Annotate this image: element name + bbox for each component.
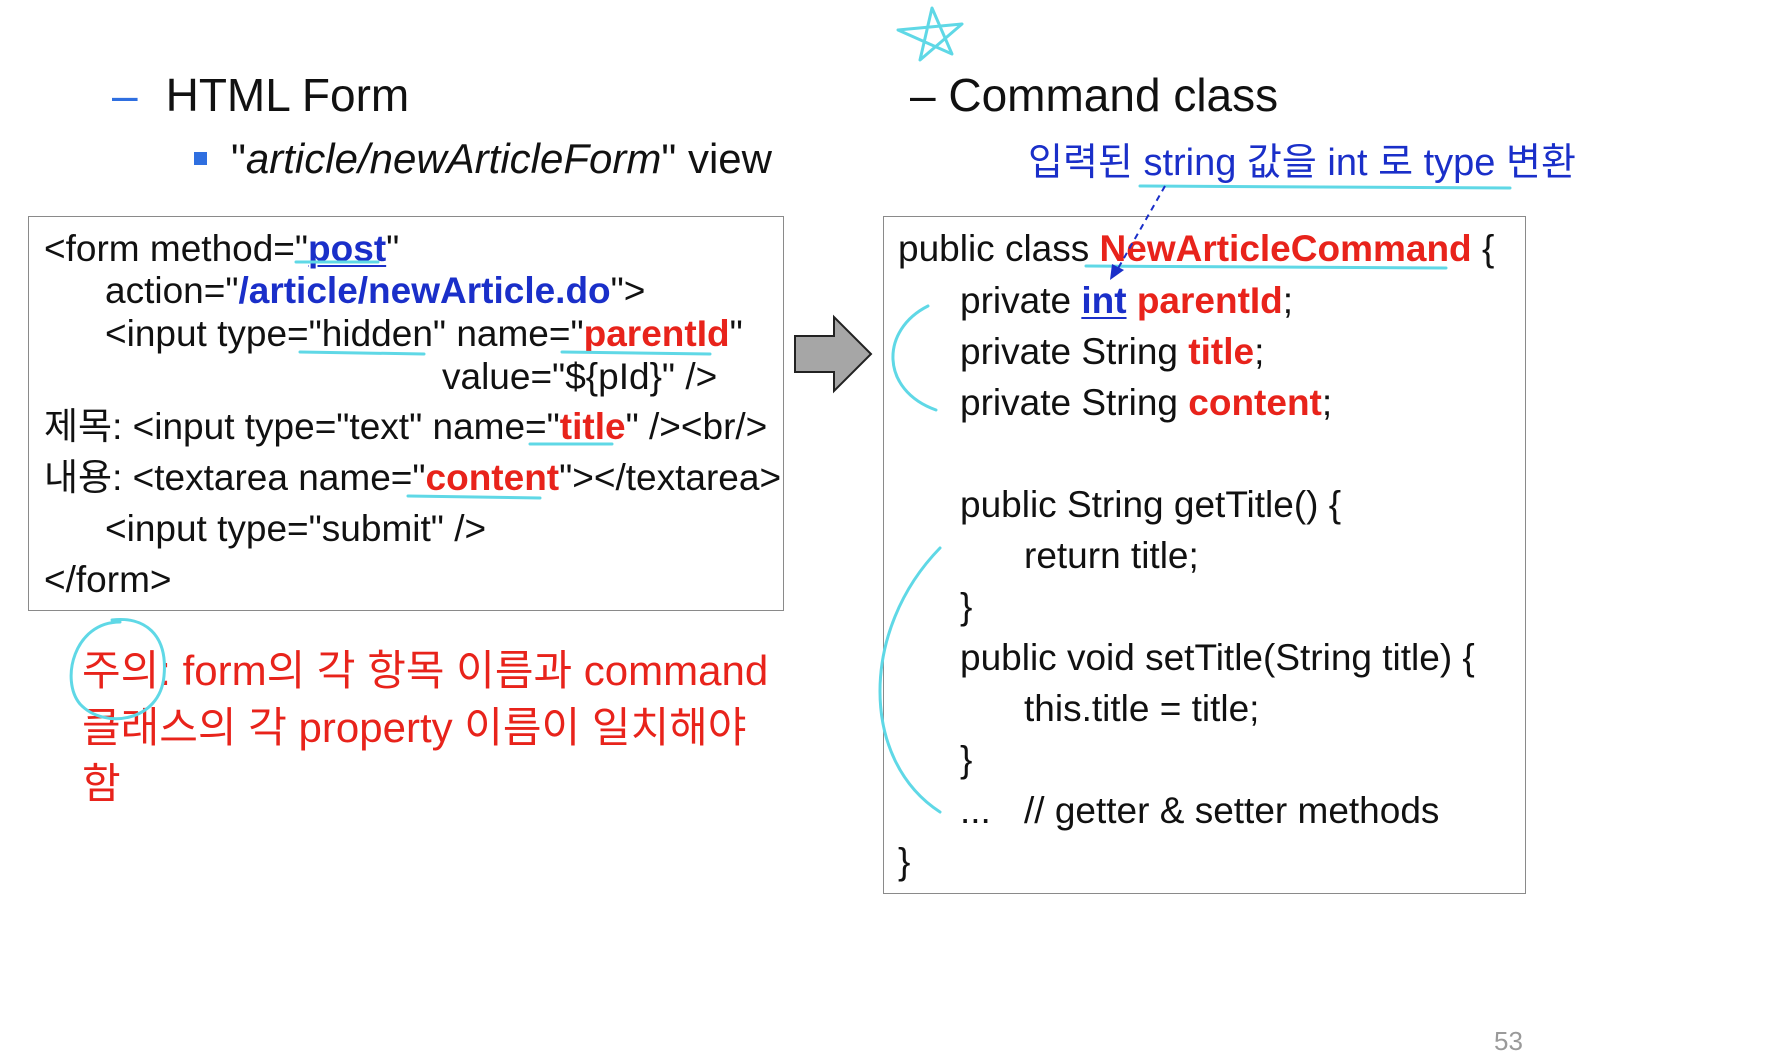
code-line-submit: <input type="submit" />	[105, 508, 487, 549]
input-type-hidden: hidden	[321, 313, 433, 354]
code-line-action: action="/article/newArticle.do">	[105, 270, 646, 311]
field-parentId: parentId	[583, 313, 730, 354]
html-form-code-box	[28, 216, 784, 611]
field-title: title	[559, 406, 626, 447]
square-bullet-icon	[194, 152, 207, 166]
action-url: /article/newArticle.do	[238, 270, 611, 311]
annotation-underline	[1138, 184, 1512, 190]
left-subitem: "article/newArticleForm" view	[194, 138, 772, 180]
code-line-content-textarea: 내용: <textarea name="content"></textarea>	[44, 457, 782, 498]
right-heading: – Command class	[910, 69, 1279, 121]
property-content: content	[1188, 382, 1322, 423]
code-line-setter-assign: this.title = title;	[1024, 688, 1260, 729]
code-line-comment: // getter & setter methods	[1024, 790, 1440, 831]
code-line-getter-decl: public String getTitle() {	[960, 484, 1342, 525]
code-line-field-parentId: private int parentId;	[960, 280, 1294, 321]
method-post: post	[308, 228, 387, 269]
view-name: article/newArticleForm	[245, 135, 662, 182]
note-line-2: 클래스의 각 property 이름이 일치해야	[82, 704, 747, 751]
note-line-3: 함	[82, 760, 121, 807]
command-class-code-box	[883, 216, 1526, 894]
class-name: NewArticleCommand	[1099, 228, 1472, 269]
code-line-value: value="${pId}" />	[442, 356, 718, 397]
code-line-setter-decl: public void setTitle(String title) {	[960, 637, 1475, 678]
code-line-title-input: 제목: <input type="text" name="title" /><b…	[44, 406, 768, 447]
star-doodle-icon	[896, 6, 964, 62]
heading-dash: –	[112, 69, 138, 121]
property-parentId: parentId	[1136, 280, 1283, 321]
code-line-class-decl: public class NewArticleCommand {	[898, 228, 1495, 269]
note-line-1: 주의: form의 각 항목 이름과 command	[82, 647, 769, 694]
type-conversion-annotation: 입력된 string 값을 int 로 type 변환	[1028, 142, 1576, 184]
property-title: title	[1188, 331, 1255, 372]
code-line-field-title: private String title;	[960, 331, 1265, 372]
code-line-form-close: </form>	[44, 559, 172, 600]
int-keyword: int	[1081, 280, 1127, 321]
code-line-setter-close: }	[960, 739, 973, 780]
code-line-hidden-input: <input type="hidden" name="parentId"	[105, 313, 743, 354]
code-line-getter-close: }	[960, 586, 973, 627]
left-heading: –HTML Form	[112, 72, 409, 118]
field-content: content	[425, 457, 560, 498]
page-number: 53	[1494, 1026, 1523, 1056]
code-line-field-content: private String content;	[960, 382, 1333, 423]
code-line-getter-return: return title;	[1024, 535, 1199, 576]
code-line-form-open: <form method="post"	[44, 228, 400, 269]
left-heading-text: HTML Form	[165, 69, 410, 121]
code-line-class-close: }	[898, 841, 911, 882]
right-arrow-icon	[794, 314, 873, 394]
code-line-ellipsis: ...	[960, 790, 991, 831]
